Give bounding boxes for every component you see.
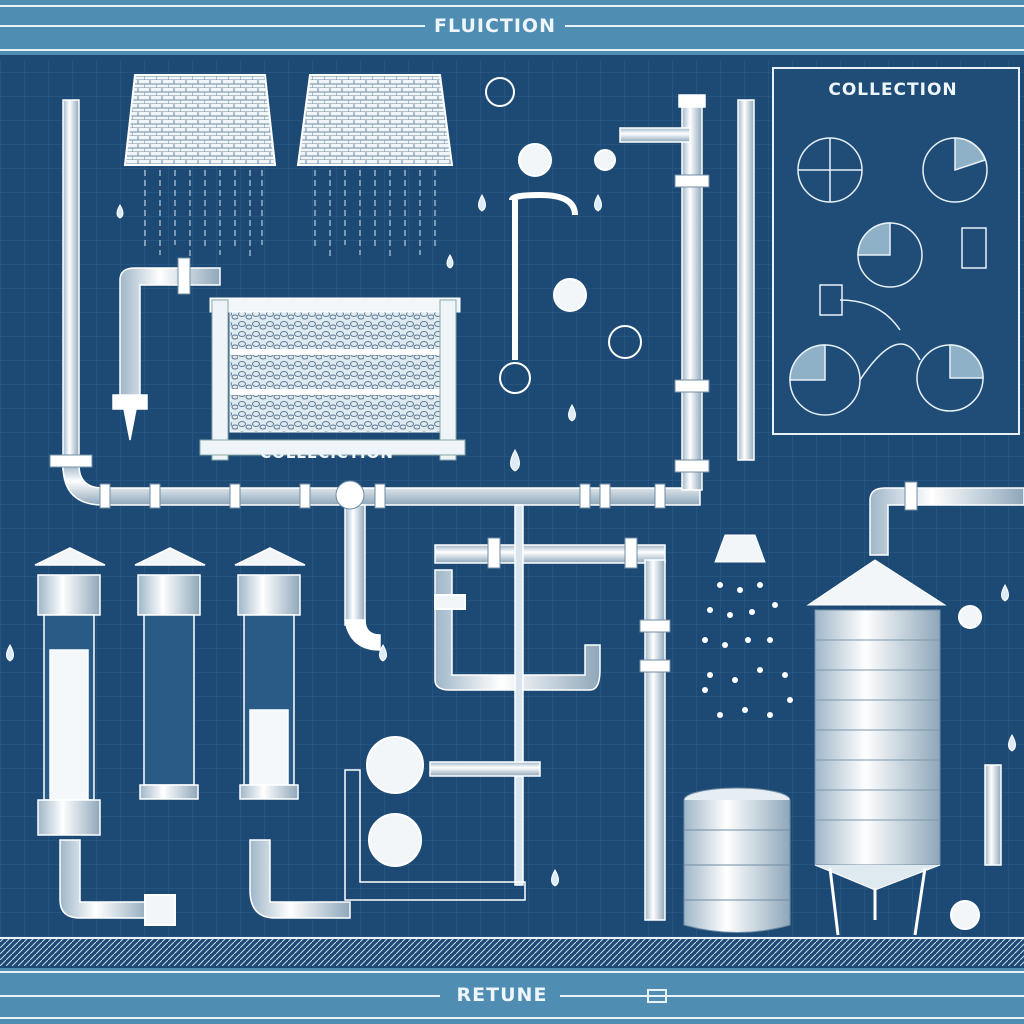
header-title: FLUICTION [434, 15, 556, 37]
filter-box-label: COLLECICTION [260, 444, 394, 462]
gravel-filter-box [199, 297, 466, 461]
ground-hatching [0, 938, 1024, 966]
water-droplets [6, 194, 1016, 887]
rain-lines [144, 170, 436, 258]
valves [144, 77, 982, 930]
filter-cartridge-3 [234, 547, 306, 800]
storage-tank [806, 559, 947, 936]
collection-panel [772, 67, 1020, 435]
filter-cartridge-2 [134, 547, 206, 800]
roof-right [296, 74, 454, 166]
pipe-couplings [49, 174, 918, 673]
pipe-network [59, 94, 1024, 921]
header-band [0, 0, 1024, 55]
footer-title: RETUNE [456, 984, 548, 1006]
panel-title: COLLECTION [828, 80, 958, 100]
rain-barrel [683, 787, 791, 933]
filter-cartridge-1 [34, 547, 106, 836]
footer-band [0, 968, 1024, 1024]
roof-left [123, 74, 277, 166]
spray-nozzle [702, 534, 793, 718]
